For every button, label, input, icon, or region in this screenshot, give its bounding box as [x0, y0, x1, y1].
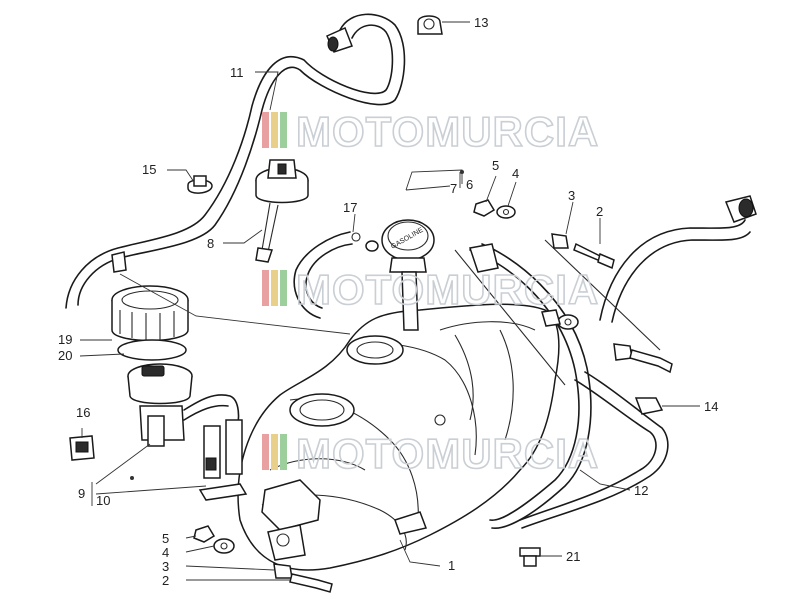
clip-16	[69, 435, 95, 461]
vent-hose-17	[293, 231, 379, 319]
callout-6: 6	[466, 177, 473, 192]
watermark-bar-green	[280, 270, 287, 306]
callout-12: 12	[634, 483, 648, 498]
spacer-3-bottom	[273, 563, 293, 579]
watermark-text: MOTOMURCIA	[296, 108, 599, 155]
callout-3-bottom: 3	[162, 559, 169, 574]
callout-10: 10	[96, 493, 110, 508]
callout-4-top: 4	[512, 166, 519, 181]
callout-2-bottom: 2	[162, 573, 169, 588]
nut-5-top	[473, 199, 496, 217]
callout-9: 9	[78, 486, 85, 501]
fuel-tank	[237, 303, 560, 571]
callout-7: 7	[450, 181, 457, 196]
watermark-bar-yellow	[271, 112, 278, 148]
callout-21: 21	[566, 549, 580, 564]
callout-5-bottom: 5	[162, 531, 169, 546]
watermark-bar-green	[280, 112, 287, 148]
frame-tube-12	[454, 195, 757, 529]
watermark-bar-red	[262, 434, 269, 470]
bolt-2-top	[573, 242, 615, 270]
watermark-text: MOTOMURCIA	[296, 430, 599, 477]
callout-17: 17	[343, 200, 357, 215]
fuel-level-sender-8	[255, 159, 309, 263]
watermark-bar-red	[262, 112, 269, 148]
callout-2-top: 2	[596, 204, 603, 219]
watermark-bar-yellow	[271, 434, 278, 470]
callout-15: 15	[142, 162, 156, 177]
breather-hose-11	[65, 13, 406, 309]
fuel-cap-6-7: GASOLINE	[381, 219, 435, 331]
leader-dot	[130, 476, 134, 480]
callout-labels: 13 11 15 8 17 6 7 5 4 3 2 19 20 14 16 9 …	[58, 15, 718, 588]
fuel-pump-assembly	[111, 285, 248, 501]
callout-20: 20	[58, 348, 72, 363]
watermark-2: MOTOMURCIA	[262, 265, 599, 314]
washer-4-top	[496, 205, 516, 219]
callout-4-bottom: 4	[162, 545, 169, 560]
callout-8: 8	[207, 236, 214, 251]
clip-14	[634, 397, 664, 415]
hose-clip-13	[417, 15, 443, 35]
callout-16: 16	[76, 405, 90, 420]
bolt-mid-right	[613, 343, 673, 374]
watermark-1: MOTOMURCIA	[262, 107, 599, 156]
watermark-bar-red	[262, 270, 269, 306]
nut-5-bottom	[193, 525, 216, 543]
callout-3-top: 3	[568, 188, 575, 203]
callout-1: 1	[448, 558, 455, 573]
watermark-3: MOTOMURCIA	[262, 429, 599, 478]
callout-19: 19	[58, 332, 72, 347]
washer-mid	[541, 309, 579, 330]
leader-dot	[460, 170, 464, 174]
hose-clamp-15	[187, 175, 213, 194]
watermark-bar-yellow	[271, 270, 278, 306]
callout-14: 14	[704, 399, 718, 414]
callout-11: 11	[230, 65, 244, 80]
washer-4-bottom	[213, 538, 235, 554]
spacer-3-top	[551, 233, 569, 249]
bracket-tank-top	[469, 243, 499, 273]
bolt-2-bottom	[289, 573, 333, 593]
watermark-bar-green	[280, 434, 287, 470]
callout-13: 13	[474, 15, 488, 30]
bolt-21	[519, 547, 541, 567]
watermark-text: MOTOMURCIA	[296, 266, 599, 313]
callout-5-top: 5	[492, 158, 499, 173]
leader-lines	[79, 21, 700, 581]
